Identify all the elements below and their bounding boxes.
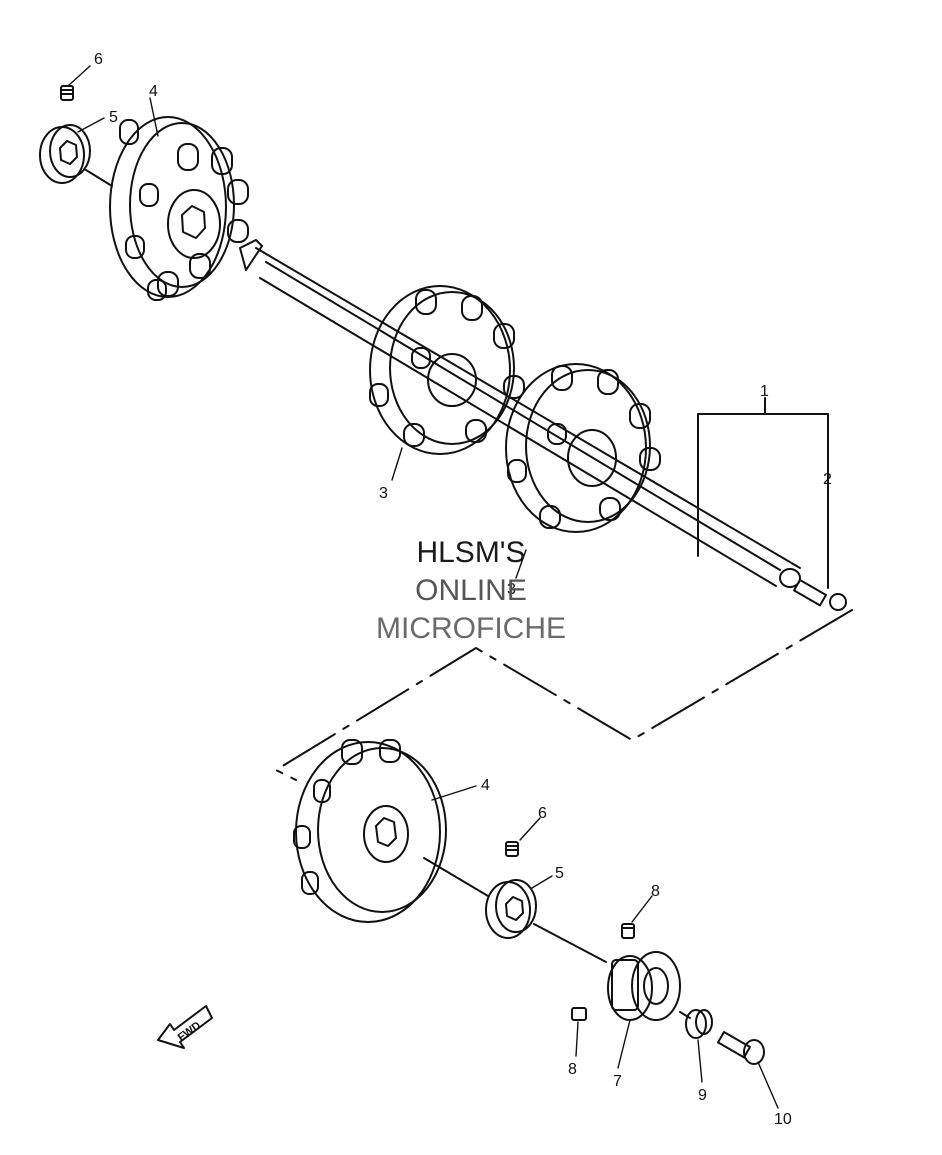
- collar-bottom: [485, 879, 537, 939]
- callout-8-top: 8: [651, 883, 660, 900]
- assembly-bracket: [697, 397, 829, 589]
- callout-3-middle: 3: [379, 485, 388, 502]
- alignment-lines: [85, 169, 691, 1019]
- watermark-line-3: MICROFICHE: [376, 612, 566, 645]
- callout-4-top: 4: [149, 83, 158, 100]
- callout-9: 9: [698, 1087, 707, 1104]
- collar-top: [39, 124, 91, 184]
- callout-2: 2: [823, 471, 832, 488]
- callout-1: 1: [760, 383, 769, 400]
- callout-6-top: 6: [94, 51, 103, 68]
- nut: [685, 1009, 713, 1039]
- set-screw-bottom: [505, 841, 519, 857]
- callout-7: 7: [613, 1073, 622, 1090]
- set-screw-top: [60, 85, 74, 101]
- drive-sprocket-right: [505, 363, 661, 533]
- watermark-line-1: HLSM'S: [416, 536, 526, 569]
- callout-5-top: 5: [109, 109, 118, 126]
- leader-lines: [67, 65, 779, 1109]
- fwd-arrow-icon: [157, 1005, 213, 1049]
- set-screw-bearing-side: [571, 1007, 587, 1021]
- set-screw-bearing-top: [621, 923, 635, 939]
- drive-sprocket-top: [109, 116, 249, 301]
- bearing: [607, 951, 681, 1021]
- callout-10: 10: [774, 1111, 792, 1128]
- drive-sprocket-middle: [369, 285, 525, 455]
- assembly-dashed-line: [275, 609, 853, 781]
- callout-5-bottom: 5: [555, 865, 564, 882]
- drive-shaft: [239, 239, 847, 611]
- callout-6-bottom: 6: [538, 805, 547, 822]
- callout-labels: 6 4 5 1 2 3 3 4 6 5 8 8 7 9 10: [94, 51, 832, 1128]
- callout-8-side: 8: [568, 1061, 577, 1078]
- watermark-line-2: ONLINE: [415, 574, 527, 607]
- drive-sprocket-bottom: [293, 739, 447, 923]
- callout-3-right: 3: [507, 581, 516, 598]
- fwd-label: FWD: [176, 1019, 203, 1043]
- bolt: [717, 1031, 765, 1065]
- callout-4-bottom: 4: [481, 777, 490, 794]
